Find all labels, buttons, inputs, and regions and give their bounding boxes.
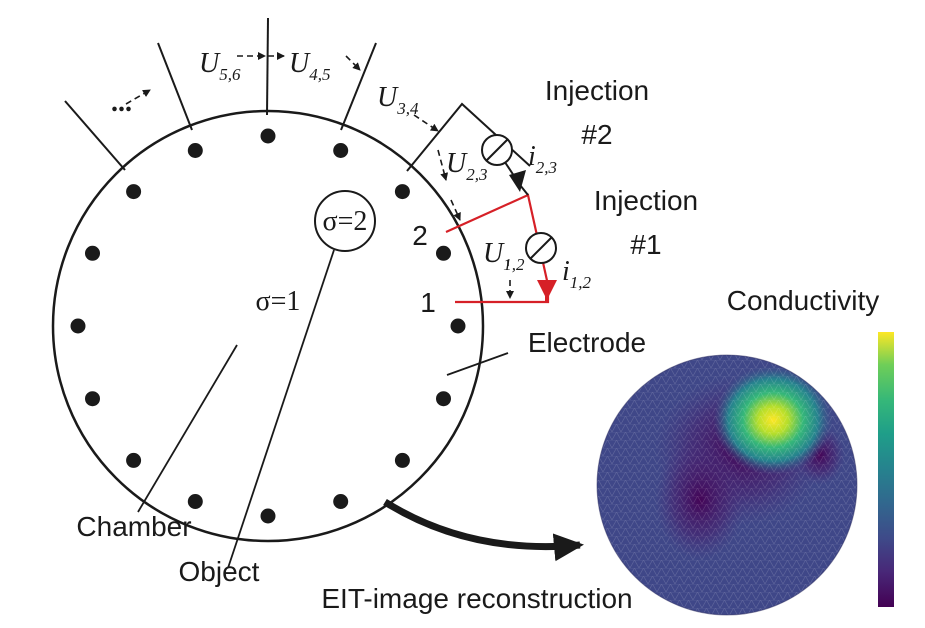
electrode-dot (85, 245, 100, 261)
object-label: Object (179, 556, 260, 587)
electrode-dot (450, 318, 466, 334)
current-arrow-1 (537, 280, 557, 300)
electrode-dot (394, 452, 410, 468)
current-label-1-2: i1,2 (562, 256, 592, 292)
electrode-label: Electrode (528, 327, 646, 358)
electrode-dot (85, 391, 100, 407)
electrode-dot (260, 128, 276, 144)
electrode-dot (436, 245, 451, 261)
colorbar (878, 332, 894, 607)
chamber-circle (51, 109, 485, 543)
reconstruction-label: EIT-image reconstruction (321, 583, 632, 614)
voltage-arrows (125, 52, 514, 299)
current-source-2 (481, 134, 513, 166)
electrode-number-1: 1 (420, 287, 436, 318)
sigma-background-label: σ=1 (256, 286, 301, 317)
injection-1-label-line2: #1 (630, 229, 661, 260)
voltage-label-5-6: U5,6 (199, 48, 241, 84)
electrode-dot (260, 508, 276, 524)
chamber-leader-line (137, 344, 238, 513)
electrode-dot (126, 184, 142, 200)
voltage-label-2-3: U2,3 (446, 148, 487, 184)
current-label-2-3: i2,3 (528, 141, 557, 177)
injection-2-label-line1: Injection (545, 75, 649, 106)
voltage-label-3-4: U3,4 (377, 82, 419, 118)
voltage-label-1-2: U1,2 (483, 238, 525, 274)
electrode-dot (333, 143, 349, 158)
voltage-label-4-5: U4,5 (289, 48, 330, 84)
conductivity-label: Conductivity (727, 285, 880, 316)
injection-1-label-line1: Injection (594, 185, 698, 216)
chamber-label: Chamber (76, 511, 191, 542)
wire-electrode-16 (64, 100, 126, 171)
wire-electrode-15 (157, 42, 193, 131)
object-circle (314, 190, 376, 252)
electrode-dot (333, 494, 349, 509)
wire-electrode-14 (266, 17, 269, 116)
electrode-dot (187, 494, 203, 509)
sigma-object-label: σ=2 (323, 206, 368, 237)
electrode-dot (187, 143, 203, 158)
electrode-group (70, 128, 466, 524)
ellipsis: ... (111, 87, 132, 118)
electrode-dot (126, 452, 142, 468)
electrode-leader-line (446, 352, 509, 376)
electrode-dot (394, 184, 410, 200)
conductivity-map (597, 355, 857, 615)
wire-electrode-13 (340, 42, 377, 131)
electrode-dot (436, 391, 451, 407)
electrode-dot (70, 318, 86, 334)
current-source-1 (525, 232, 557, 264)
current-arrow-2 (509, 170, 526, 192)
electrode-number-2: 2 (412, 220, 428, 251)
wire-electrode-3 (406, 102, 531, 172)
reconstruction-arrow (383, 499, 584, 562)
object-leader-line (227, 249, 335, 569)
injection-2-label-line2: #2 (581, 119, 612, 150)
